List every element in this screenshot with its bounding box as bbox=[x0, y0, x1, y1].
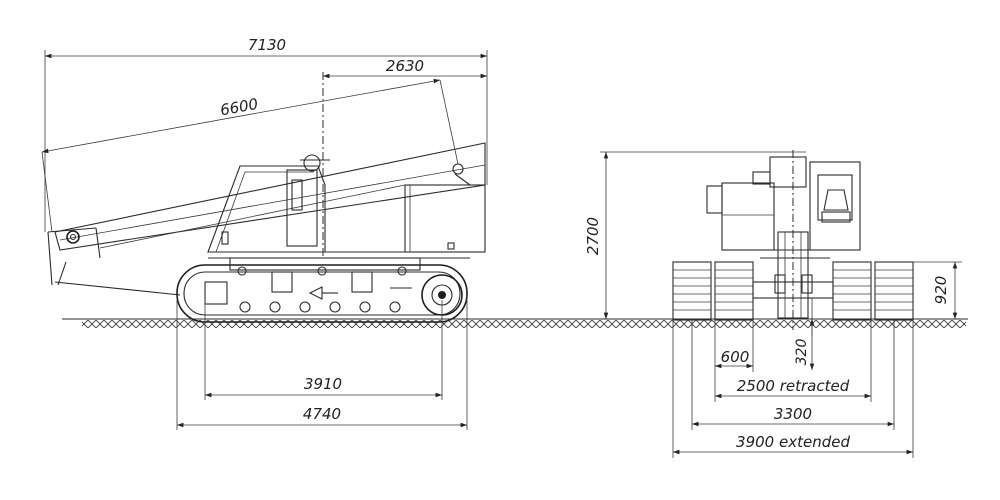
ground-hatch bbox=[62, 318, 968, 328]
dim-width-extended: 3900 extended bbox=[736, 433, 850, 451]
dim-track-height: 920 bbox=[932, 276, 950, 305]
dim-ground-clearance: 320 bbox=[794, 339, 810, 366]
front-view-crane bbox=[672, 150, 914, 330]
front-dimensions: 2700 920 320 600 2500 retracted 3300 390… bbox=[584, 151, 962, 458]
dim-tumbler-distance: 3910 bbox=[304, 375, 342, 393]
counterweight bbox=[404, 184, 486, 253]
dim-width-retracted: 2500 retracted bbox=[737, 377, 850, 395]
dim-track-gauge: 3300 bbox=[774, 405, 812, 423]
side-undercarriage bbox=[176, 257, 468, 323]
front-upper bbox=[706, 156, 861, 259]
dim-boom-length: 6600 bbox=[219, 95, 260, 120]
dim-overall-length: 7130 bbox=[248, 36, 286, 54]
dim-boom-overhang: 2630 bbox=[386, 57, 424, 75]
dim-track-length: 4740 bbox=[303, 405, 341, 423]
side-dimensions: 7130 2630 6600 3910 4740 bbox=[41, 36, 488, 430]
dim-track-width: 600 bbox=[721, 348, 750, 366]
dim-height: 2700 bbox=[584, 217, 602, 255]
front-carbody bbox=[752, 150, 834, 330]
side-view-crane bbox=[47, 72, 486, 323]
boom bbox=[47, 142, 486, 296]
